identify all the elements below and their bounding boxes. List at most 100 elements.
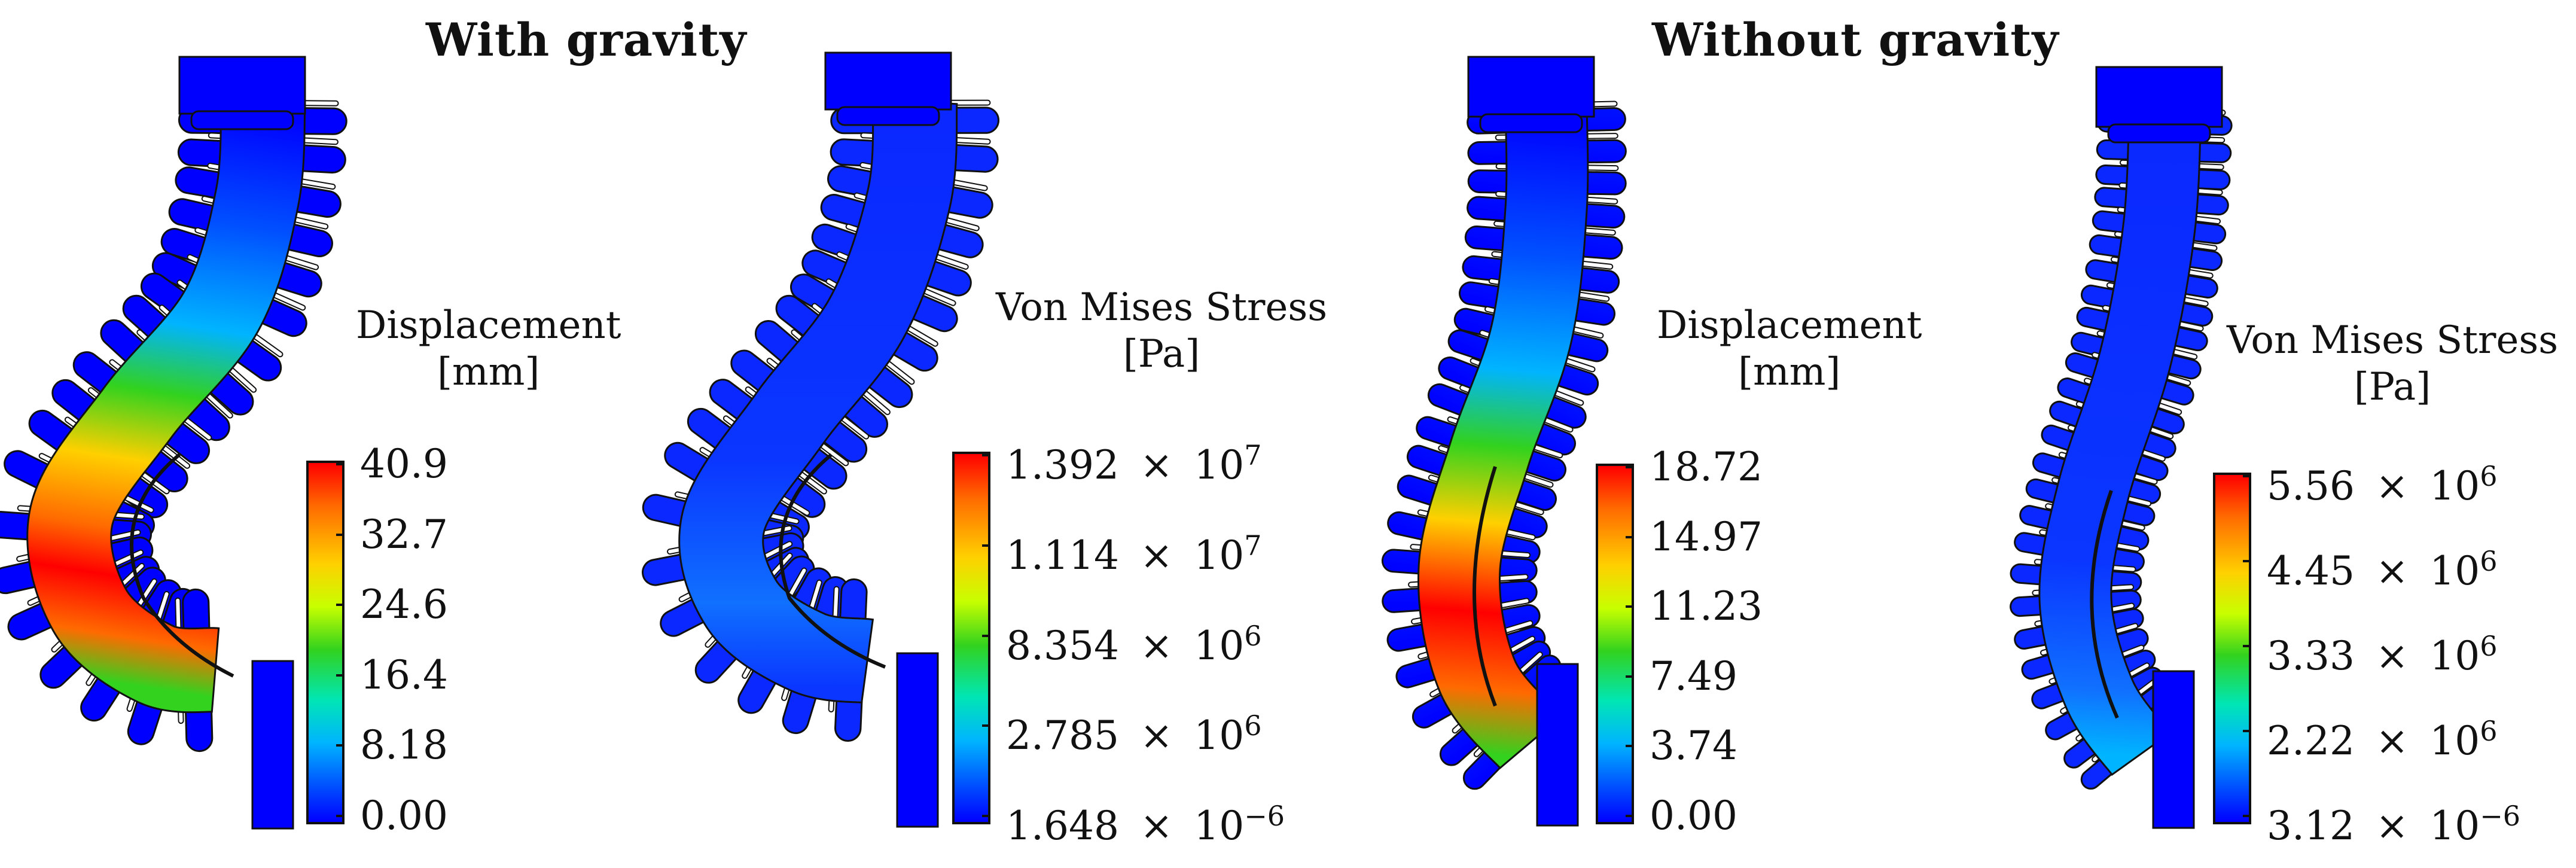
fixture-block: [251, 660, 294, 830]
tick-exponent: −6: [2480, 800, 2521, 832]
colorbar-tick-label: 0.00: [1650, 793, 1737, 839]
tick-mantissa: 5.56: [2267, 463, 2355, 509]
top-mount-neck: [1479, 113, 1583, 133]
tick-exponent: 6: [2480, 630, 2498, 662]
tick-exponent: 6: [1244, 619, 1262, 652]
label-stress-1: Von Mises Stress [Pa]: [996, 284, 1327, 377]
tick-mantissa: 1.648: [1006, 803, 1119, 849]
tick-times: ×: [2362, 548, 2422, 594]
colorbar-tick-label: 7.49: [1650, 653, 1737, 699]
label-line2: [mm]: [1738, 350, 1841, 394]
label-line2: [mm]: [437, 350, 540, 394]
heading-without-gravity: Without gravity: [1652, 13, 2059, 66]
colorbar-tick-mark: [336, 674, 345, 677]
tick-times: ×: [2362, 803, 2422, 849]
tick-base: 10: [2429, 718, 2480, 764]
tick-mantissa: 1.114: [1006, 532, 1119, 578]
colorbar-tick-label: 5.56 × 106: [2267, 455, 2497, 508]
actuator-stress-without-gravity: [2010, 66, 2233, 829]
tick-base: 10: [1194, 803, 1245, 849]
tick-base: 10: [1194, 622, 1245, 669]
colorbar-tick-label: 16.4: [360, 651, 448, 698]
colorbar-tick-label: 18.72: [1650, 444, 1763, 490]
fixture-block: [896, 652, 939, 828]
colorbar-tick-mark: [336, 604, 345, 607]
label-displacement-2: Displacement [mm]: [1657, 302, 1922, 395]
colorbar-tick-mark: [336, 463, 345, 465]
colorbar-tick-label: 2.785 × 106: [1006, 704, 1261, 757]
label-stress-2: Von Mises Stress [Pa]: [2227, 317, 2558, 410]
tick-exponent: 6: [2480, 715, 2498, 747]
colorbar-displacement-1: [306, 461, 345, 824]
fixture-block: [1536, 663, 1579, 827]
colorbar-tick-label: 40.9: [360, 441, 448, 487]
colorbar-tick-label: 11.23: [1650, 583, 1763, 630]
actuator-stress-with-gravity: [642, 51, 999, 828]
colorbar-tick-mark: [2243, 730, 2251, 732]
colorbar-tick-mark: [2243, 815, 2251, 817]
tick-base: 10: [2429, 548, 2480, 594]
colorbar-tick-label: 8.354 × 106: [1006, 614, 1261, 668]
constraint-layer: [779, 453, 886, 669]
tick-base: 10: [1194, 532, 1245, 578]
colorbar-tick-mark: [2243, 560, 2251, 562]
tick-times: ×: [1127, 803, 1186, 849]
tick-mantissa: 2.785: [1006, 712, 1119, 759]
label-line1: Displacement: [1657, 303, 1922, 348]
tick-times: ×: [2362, 633, 2422, 679]
colorbar-stress-1: [952, 452, 990, 824]
colorbar-tick-mark: [336, 815, 345, 817]
tick-exponent: 6: [2480, 460, 2498, 492]
tick-base: 10: [2429, 803, 2480, 849]
colorbar-tick-label: 1.648 × 10−6: [1006, 794, 1285, 848]
colorbar-tick-mark: [336, 744, 345, 747]
tick-times: ×: [2362, 718, 2422, 764]
colorbar-tick-label: 3.12 × 10−6: [2267, 794, 2520, 848]
colorbar-tick-mark: [982, 815, 990, 817]
top-mount-neck: [2107, 123, 2211, 144]
colorbar-tick-label: 24.6: [360, 581, 448, 628]
colorbar-tick-mark: [1626, 605, 1634, 608]
colorbar-tick-mark: [982, 454, 990, 456]
colorbar-tick-label: 3.74: [1650, 723, 1737, 769]
constraint-layer: [1473, 466, 1497, 707]
colorbar-tick-label: 1.392 × 107: [1006, 434, 1261, 487]
colorbar-displacement-2: [1596, 464, 1634, 824]
actuator-displacement-with-gravity: [0, 56, 347, 830]
tick-exponent: −6: [1244, 800, 1285, 832]
colorbar-tick-mark: [1626, 535, 1634, 538]
colorbar-tick-label: 3.33 × 106: [2267, 625, 2497, 678]
top-mount: [1467, 56, 1595, 118]
top-mount: [2095, 66, 2223, 128]
top-mount-neck: [190, 110, 294, 130]
colorbar-tick-label: 0.00: [360, 793, 448, 839]
tick-exponent: 6: [1244, 709, 1262, 742]
tick-times: ×: [2362, 463, 2422, 509]
colorbar-tick-mark: [1626, 745, 1634, 748]
tick-exponent: 7: [1244, 529, 1262, 562]
actuator-body: [26, 98, 306, 714]
tick-mantissa: 2.22: [2267, 718, 2355, 764]
tick-exponent: 7: [1244, 439, 1262, 471]
top-mount: [178, 56, 306, 115]
tick-mantissa: 4.45: [2267, 548, 2355, 594]
tick-times: ×: [1127, 622, 1186, 669]
actuator-body: [678, 98, 958, 704]
tick-base: 10: [1194, 442, 1245, 488]
tick-times: ×: [1127, 712, 1186, 759]
constraint-layer: [2090, 490, 2119, 719]
colorbar-tick-mark: [982, 544, 990, 547]
tick-base: 10: [2429, 463, 2480, 509]
tick-mantissa: 3.12: [2267, 803, 2355, 849]
tick-mantissa: 3.33: [2267, 633, 2355, 679]
colorbar-tick-label: 32.7: [360, 511, 448, 558]
label-line2: [Pa]: [1123, 332, 1200, 376]
tick-base: 10: [2429, 633, 2480, 679]
tick-mantissa: 1.392: [1006, 442, 1119, 488]
colorbar-tick-mark: [2243, 645, 2251, 647]
colorbar-tick-mark: [336, 533, 345, 536]
heading-with-gravity: With gravity: [426, 13, 747, 66]
colorbar-tick-mark: [982, 634, 990, 637]
tick-times: ×: [1127, 442, 1186, 488]
